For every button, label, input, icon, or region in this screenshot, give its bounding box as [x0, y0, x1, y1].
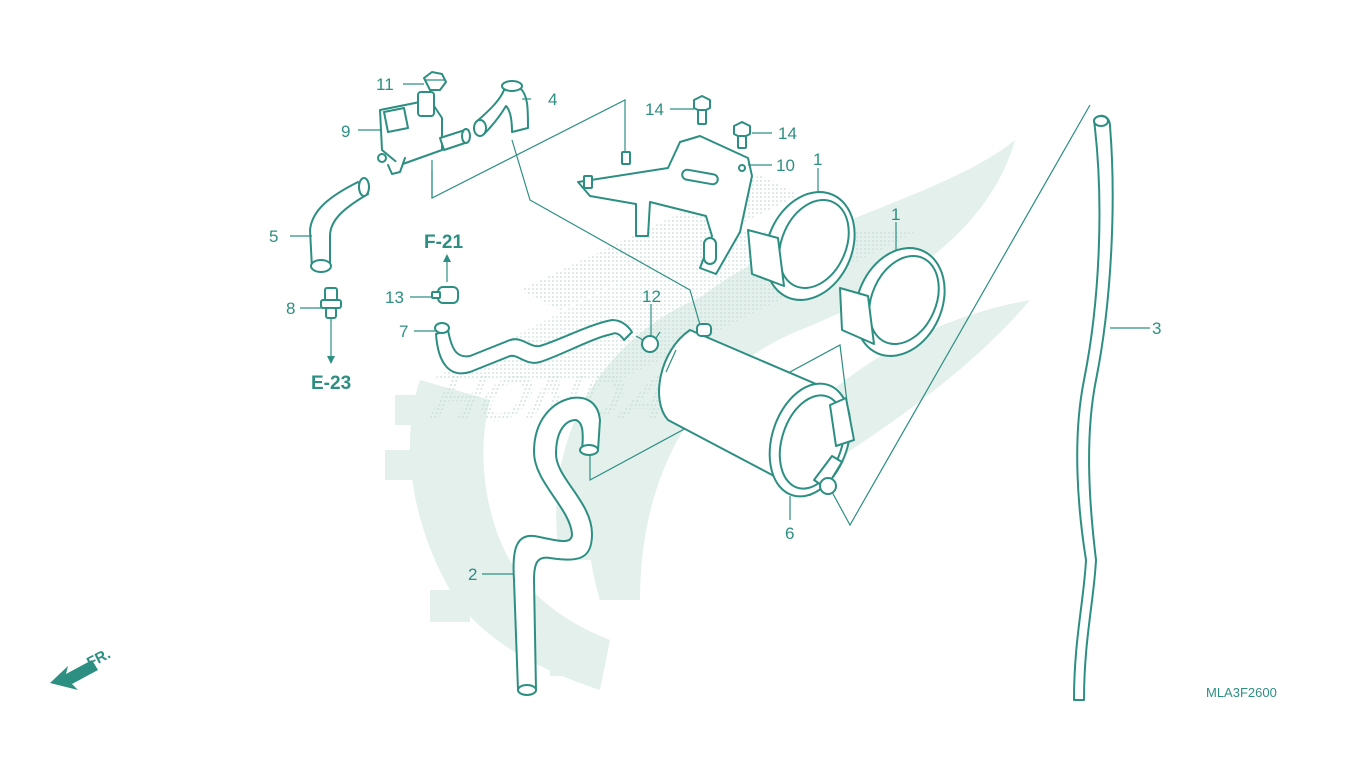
part-3-hose — [1073, 114, 1114, 701]
callout-13: 13 — [385, 288, 404, 307]
callout-5: 5 — [269, 227, 278, 246]
part-8-fitting — [320, 287, 342, 319]
callout-4: 4 — [548, 90, 557, 109]
callout-6: 6 — [785, 524, 794, 543]
part-14-bolt-b — [733, 121, 751, 149]
part-12-hose-clip — [635, 331, 661, 353]
part-1-band-a — [747, 191, 856, 301]
front-arrow-icon — [50, 660, 98, 690]
callout-1-a: 1 — [813, 150, 822, 169]
callout-8: 8 — [286, 299, 295, 318]
diagram-code: MLA3F2600 — [1206, 685, 1277, 700]
callout-14-b: 14 — [778, 124, 797, 143]
part-11-nut — [423, 71, 447, 91]
callout-7: 7 — [399, 322, 408, 341]
part-7-hose — [434, 319, 633, 375]
callout-11: 11 — [376, 75, 394, 94]
part-5-elbow-hose — [309, 177, 370, 273]
callout-12: 12 — [642, 287, 661, 306]
callout-1-b: 1 — [891, 205, 900, 224]
part-13-clip — [431, 286, 459, 304]
callout-10: 10 — [776, 156, 795, 175]
part-4-elbow-hose — [473, 80, 529, 137]
callout-9: 9 — [341, 122, 350, 141]
part-14-bolt-a — [693, 95, 711, 125]
part-1-band-b — [839, 247, 946, 357]
part-10-bracket — [577, 135, 753, 275]
part-6-filter-canister — [658, 323, 855, 498]
reference-f21-link[interactable]: F-21 — [424, 232, 464, 253]
callout-leaders — [290, 83, 1150, 575]
part-2-hose — [512, 396, 601, 696]
callout-14-a: 14 — [645, 100, 664, 119]
callout-3: 3 — [1152, 319, 1161, 338]
front-direction-indicator: FR. — [50, 645, 113, 690]
callout-labels: 11 9 4 5 8 13 7 12 14 14 10 1 1 6 2 3 — [269, 75, 1161, 584]
part-9-solenoid-valve — [377, 91, 471, 175]
reference-e23-link[interactable]: E-23 — [311, 373, 351, 394]
callout-2: 2 — [468, 565, 477, 584]
